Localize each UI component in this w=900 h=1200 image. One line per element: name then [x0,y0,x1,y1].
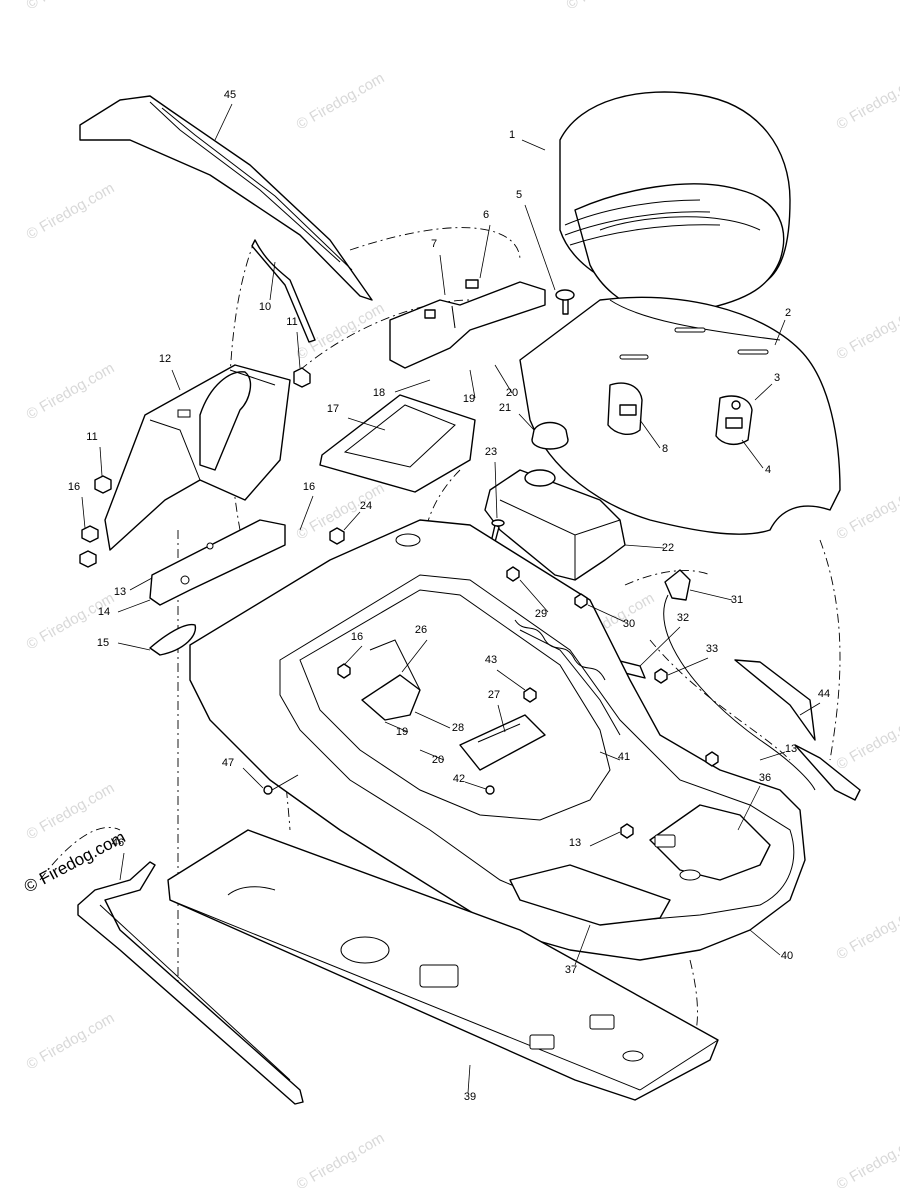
callout-13: 13 [569,837,581,849]
callout-6: 6 [483,209,489,221]
callout-39: 39 [464,1091,476,1103]
callout-32: 32 [677,612,689,624]
callout-12: 12 [159,353,171,365]
part-22-fuel-tank [484,469,626,581]
callout-29: 29 [535,608,547,620]
callout-14: 14 [98,606,110,618]
callout-7: 7 [431,238,437,250]
callout-15: 15 [97,637,109,649]
callout-8: 8 [662,443,668,455]
watermark-tile: © Firedog.com [24,1009,118,1073]
callout-18: 18 [373,387,385,399]
callout-24: 24 [360,500,372,512]
callout-28: 28 [452,722,464,734]
part-21-fuel-cap [531,421,569,450]
callout-43: 43 [485,654,497,666]
watermark-tile: © Firedog.com [24,0,118,13]
watermark-tile: © Firedog.com [834,1129,900,1193]
callout-23: 23 [485,446,497,458]
watermark-tile: © Firedog.com [834,69,900,133]
watermark-tile: © Firedog.com [834,479,900,543]
callout-44: 44 [818,688,830,700]
callout-20: 20 [432,754,444,766]
callout-1: 1 [509,129,515,141]
callout-2: 2 [785,307,791,319]
watermark-tile: © Firedog.com [834,899,900,963]
callout-19: 19 [396,726,408,738]
part-12-steering-support [104,364,291,551]
part-46-side-rail [77,861,304,1105]
callout-16: 16 [303,481,315,493]
callout-22: 22 [662,542,674,554]
callout-4: 4 [765,464,771,476]
watermark-tile: © Firedog.com [24,359,118,423]
callout-26: 26 [415,624,427,636]
callout-16: 16 [68,481,80,493]
callout-42: 42 [453,773,465,785]
part-45-fender-trim [79,95,373,301]
callout-47: 47 [222,757,234,769]
part-1-seat [559,91,791,313]
watermark-tile: © Firedog.com [564,0,658,13]
part-14-bracket [149,519,286,606]
leader-lines [81,103,821,1094]
callout-27: 27 [488,689,500,701]
part-15-lens [149,623,197,656]
callout-33: 33 [706,643,718,655]
watermark-tile: © Firedog.com [294,1129,388,1193]
callout-30: 30 [623,618,635,630]
callout-37: 37 [565,964,577,976]
part-17-access-plate [319,394,476,493]
callout-17: 17 [327,403,339,415]
watermark-tile: © Firedog.com [294,69,388,133]
part-36-37-floor-plates [509,804,771,926]
callout-40: 40 [781,950,793,962]
callout-21: 21 [499,402,511,414]
part-fasteners-left [79,475,112,568]
callout-16: 16 [351,631,363,643]
watermark-tile: © Firedog.com [834,709,900,773]
watermark-tile: © Firedog.com [24,779,118,843]
callout-11: 11 [286,316,297,328]
callout-5: 5 [516,189,522,201]
callout-3: 3 [774,372,780,384]
part-26-bracket [361,639,421,721]
part-2-rear-body-panel [519,296,841,535]
callout-36: 36 [759,772,771,784]
callout-13: 13 [114,586,126,598]
part-8-seat-brackets [607,382,753,446]
callout-13: 13 [785,743,797,755]
watermark-tile: © Firedog.com [834,299,900,363]
part-6-seat-hinge [389,279,575,369]
callout-41: 41 [618,751,630,763]
callout-11: 11 [86,431,97,443]
callout-19: 19 [463,393,475,405]
part-44-side-trim [734,659,861,801]
part-39-frame-plate [167,829,719,1101]
callout-10: 10 [259,301,271,313]
callout-45: 45 [224,89,236,101]
callout-31: 31 [731,594,743,606]
watermark-tile: © Firedog.com [24,179,118,243]
callout-20: 20 [506,387,518,399]
part-10-rod [251,239,316,388]
part-fasteners-body [263,566,719,839]
callout-46: 46 [112,837,124,849]
